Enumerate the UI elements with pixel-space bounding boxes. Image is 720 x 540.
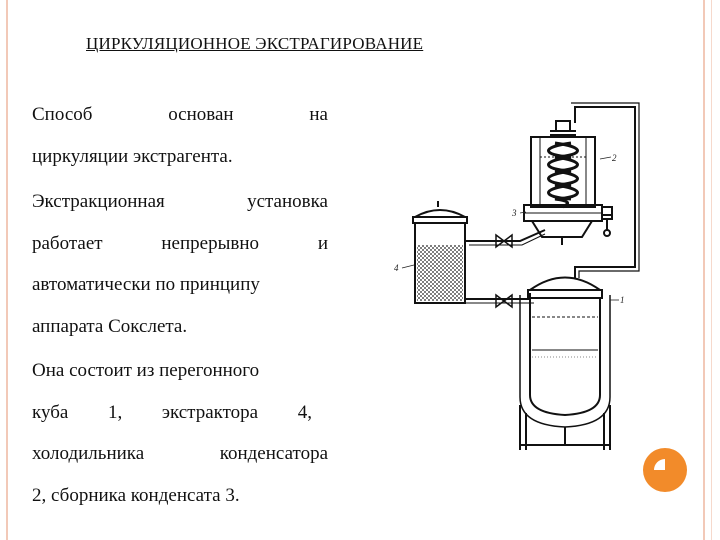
word: конденсатора — [219, 443, 328, 464]
extractor — [412, 201, 468, 304]
word: работает — [32, 232, 103, 254]
slide-frame-right-inner — [711, 0, 712, 540]
extraction-apparatus-diagram: 2 3 4 1 — [394, 102, 640, 450]
decorative-circle-icon — [643, 448, 687, 492]
text-line: Экстракционная установка — [32, 181, 328, 223]
text-line: аппарата Сокслета. — [32, 306, 328, 348]
slide-frame-right — [703, 0, 705, 540]
label-still: 1 — [620, 295, 625, 305]
text-line: Она состоит из перегонного — [32, 350, 328, 392]
distillation-still — [519, 276, 611, 450]
text-line: куба 1, экстрактора 4, — [32, 392, 312, 434]
word: и — [317, 232, 328, 254]
word: экстрактора — [161, 401, 259, 423]
word: Она состоит из перегонного — [32, 360, 260, 381]
word: 2, сборника конденсата 3. — [32, 484, 240, 506]
label-collector: 3 — [511, 208, 517, 218]
word: куба — [32, 401, 69, 423]
word: циркуляции экстрагента. — [32, 145, 233, 167]
text-line: холодильника конденсатора — [32, 433, 328, 475]
text-line: автоматически по принципу — [32, 264, 328, 306]
condensate-collector — [523, 204, 613, 245]
word: Способ — [32, 104, 93, 125]
word: основан — [168, 104, 234, 125]
text-line: циркуляции экстрагента. — [32, 136, 328, 178]
word: 1, — [107, 401, 123, 423]
text-line: 2, сборника конденсата 3. — [32, 475, 328, 517]
label-extractor: 4 — [394, 263, 399, 273]
word: 4, — [297, 401, 312, 423]
paragraph-installation: Экстракционная установка работает непрер… — [32, 181, 328, 347]
text-line: работает непрерывно и — [32, 223, 328, 265]
slide-frame-left — [6, 0, 8, 540]
word: непрерывно — [161, 232, 259, 254]
text-line: Способ основан на — [32, 94, 328, 136]
word: холодильника — [32, 443, 145, 464]
slide-title: ЦИРКУЛЯЦИОННОЕ ЭКСТРАГИРОВАНИЕ — [86, 34, 424, 53]
word: на — [309, 104, 328, 125]
word: Экстракционная — [32, 191, 165, 212]
word: автоматически по принципу — [32, 274, 260, 295]
paragraph-method: Способ основан на циркуляции экстрагента… — [32, 94, 328, 177]
label-condenser: 2 — [612, 153, 617, 163]
word: установка — [247, 191, 328, 212]
word: аппарата Сокслета. — [32, 315, 188, 337]
condenser — [530, 120, 596, 209]
paragraph-components: Она состоит из перегонного куба 1, экстр… — [32, 350, 328, 516]
